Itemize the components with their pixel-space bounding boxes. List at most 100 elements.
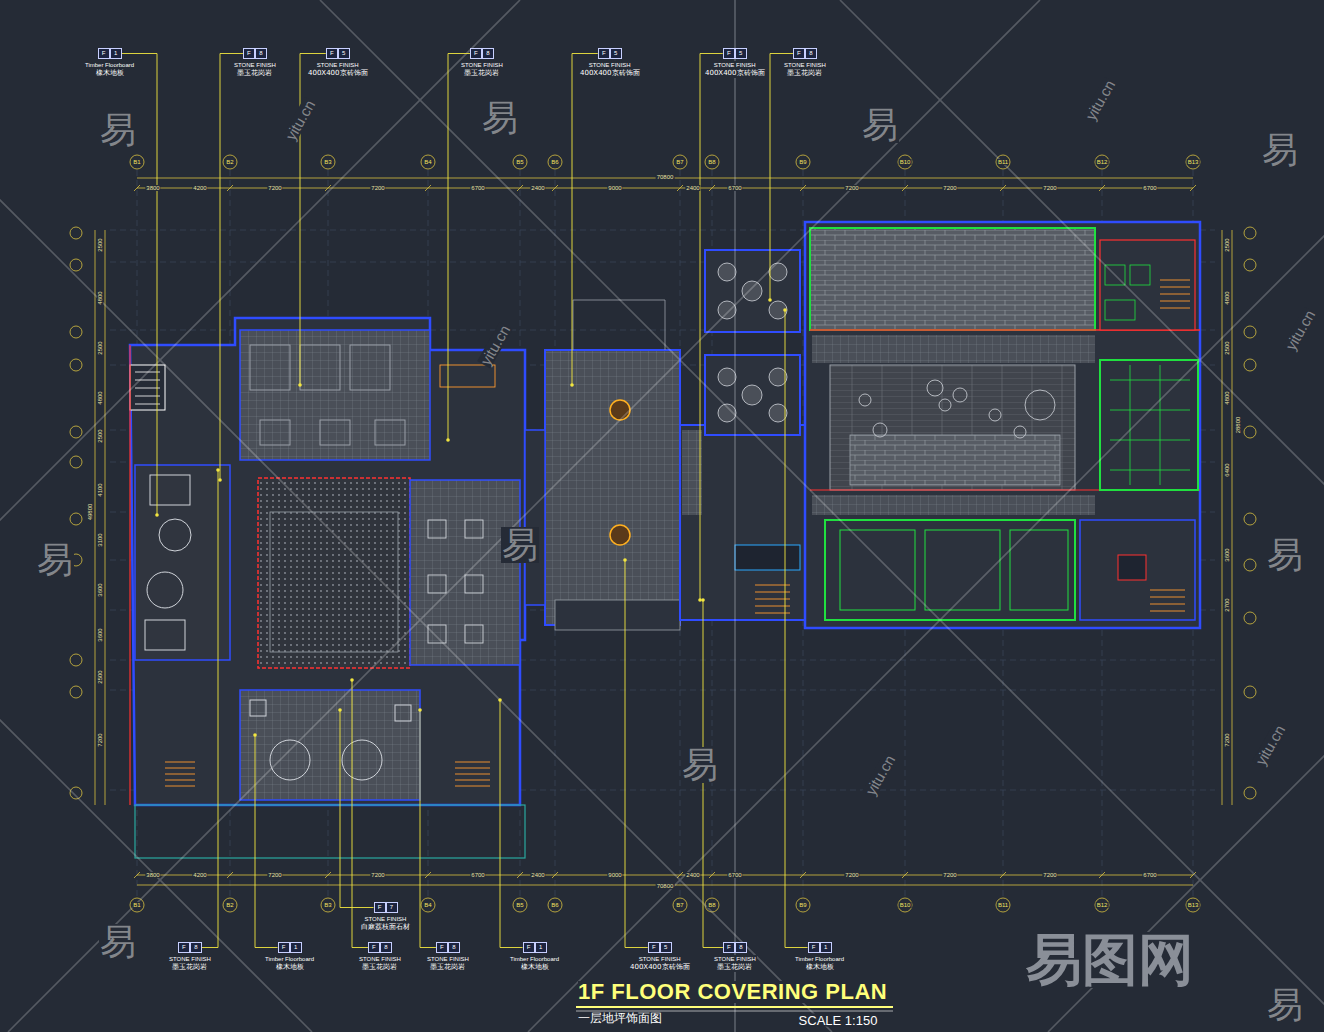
tag-box: F8 xyxy=(470,48,494,59)
dimension: 6700 xyxy=(470,185,485,191)
tag-box: F1 xyxy=(808,942,832,953)
leader-line xyxy=(572,54,598,386)
leader-line xyxy=(255,735,278,948)
dimension: 6700 xyxy=(470,872,485,878)
tag-box: F5 xyxy=(723,48,747,59)
grid-bubble: B6 xyxy=(550,902,559,908)
leader-line xyxy=(220,54,243,481)
grid-bubble: B4 xyxy=(423,159,432,165)
watermark: 易 xyxy=(99,924,137,960)
watermark: 易 xyxy=(481,100,519,136)
tag-box: F1 xyxy=(98,48,122,59)
dimension: 7200 xyxy=(844,185,859,191)
leader-dot xyxy=(218,478,222,482)
finish-number: 8 xyxy=(735,942,747,953)
finish-material: 橡木地板 xyxy=(520,963,550,972)
finish-type: Timber Floorboard xyxy=(84,61,135,69)
finish-type: Timber Floorboard xyxy=(794,955,845,963)
callout-tag: F1Timber Floorboard橡木地板 xyxy=(264,942,315,972)
finish-code: F xyxy=(278,942,290,953)
dimension: 4800 xyxy=(1224,390,1230,405)
watermark: 易 xyxy=(501,527,539,563)
callout-tag: F5STONE FINISH400X400京砖饰面 xyxy=(629,942,691,972)
tag-box: F1 xyxy=(278,942,302,953)
finish-type: STONE FINISH xyxy=(588,61,632,69)
plan-title: 1F FLOOR COVERING PLAN xyxy=(578,981,887,1003)
dimension: 7200 xyxy=(844,872,859,878)
dimension: 2500 xyxy=(97,669,103,684)
dimension: 4100 xyxy=(97,482,103,497)
finish-number: 5 xyxy=(338,48,350,59)
leader-dot xyxy=(298,383,302,387)
finish-code: F xyxy=(178,942,190,953)
finish-material: 400X400京砖饰面 xyxy=(579,69,641,78)
leader-dot xyxy=(768,298,772,302)
finish-number: 1 xyxy=(290,942,302,953)
dimension: 7200 xyxy=(97,732,103,747)
callout-tag: F8STONE FINISH墨玉花岗岩 xyxy=(426,942,470,972)
callout-tag: F5STONE FINISH400X400京砖饰面 xyxy=(307,48,369,78)
callout-tag: F8STONE FINISH墨玉花岗岩 xyxy=(168,942,212,972)
tag-box: F8 xyxy=(178,942,202,953)
dimension: 4800 xyxy=(97,390,103,405)
finish-material: 墨玉花岗岩 xyxy=(171,963,208,972)
finish-number: 8 xyxy=(448,942,460,953)
watermark-url: yitu.cn xyxy=(282,97,318,144)
finish-type: STONE FINISH xyxy=(638,955,682,963)
grid-bubble: B8 xyxy=(707,159,716,165)
leader-dot xyxy=(623,558,627,562)
dimension: 70800 xyxy=(656,883,675,889)
finish-material: 橡木地板 xyxy=(805,963,835,972)
finish-code: F xyxy=(326,48,338,59)
finish-code: F xyxy=(243,48,255,59)
grid-bubble: B13 xyxy=(1187,902,1200,908)
leader-dot xyxy=(253,733,257,737)
leader-line xyxy=(770,54,793,301)
leader-dot xyxy=(338,708,342,712)
finish-number: 5 xyxy=(660,942,672,953)
tag-box: F5 xyxy=(326,48,350,59)
finish-material: 墨玉花岗岩 xyxy=(236,69,273,78)
finish-type: Timber Floorboard xyxy=(264,955,315,963)
finish-material: 墨玉花岗岩 xyxy=(786,69,823,78)
leader-line xyxy=(340,710,374,908)
dimension: 7200 xyxy=(267,872,282,878)
tag-box: F8 xyxy=(723,942,747,953)
dimension: 7200 xyxy=(370,185,385,191)
finish-material: 橡木地板 xyxy=(95,69,125,78)
finish-type: STONE FINISH xyxy=(358,955,402,963)
finish-type: STONE FINISH xyxy=(426,955,470,963)
dimension: 7200 xyxy=(267,185,282,191)
finish-type: STONE FINISH xyxy=(168,955,212,963)
dimension: 2400 xyxy=(685,872,700,878)
callout-tag: F8STONE FINISH墨玉花岗岩 xyxy=(713,942,757,972)
watermark: 易 xyxy=(36,542,74,578)
dimension: 3100 xyxy=(97,532,103,547)
dimension: 2500 xyxy=(97,237,103,252)
grid-bubble: B10 xyxy=(899,902,912,908)
dimension: 6400 xyxy=(1224,462,1230,477)
finish-code: F xyxy=(723,48,735,59)
grid-bubble: B3 xyxy=(323,159,332,165)
watermark: 易 xyxy=(99,112,137,148)
grid-bubble: B12 xyxy=(1096,902,1109,908)
dimension: 4200 xyxy=(192,185,207,191)
dimension: 7200 xyxy=(942,872,957,878)
dimension: 4800 xyxy=(97,290,103,305)
tag-box: F8 xyxy=(793,48,817,59)
dimension: 9000 xyxy=(607,872,622,878)
finish-material: 墨玉花岗岩 xyxy=(716,963,753,972)
grid-bubble: B11 xyxy=(997,902,1009,908)
grid-bubble: B8 xyxy=(707,902,716,908)
grid-bubble: B5 xyxy=(515,902,524,908)
finish-number: 1 xyxy=(535,942,547,953)
callout-tag: F8STONE FINISH墨玉花岗岩 xyxy=(783,48,827,78)
callout-tag: F5STONE FINISH400X400京砖饰面 xyxy=(704,48,766,78)
leader-dot xyxy=(418,708,422,712)
watermark: 易 xyxy=(1261,132,1299,168)
tag-box: F5 xyxy=(598,48,622,59)
finish-material: 墨玉花岗岩 xyxy=(463,69,500,78)
finish-material: 白麻荔枝面石材 xyxy=(360,923,411,932)
finish-material: 400X400京砖饰面 xyxy=(629,963,691,972)
watermark-url: yitu.cn xyxy=(1082,77,1118,124)
